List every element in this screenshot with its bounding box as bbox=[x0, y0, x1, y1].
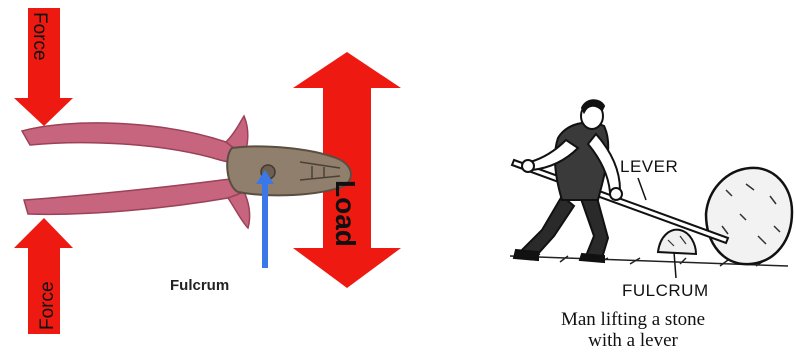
fulcrum-rock bbox=[658, 230, 696, 254]
lever-label: LEVER bbox=[620, 157, 678, 176]
pliers-bottom-handle bbox=[24, 178, 244, 214]
man-figure bbox=[514, 100, 622, 262]
fulcrum-label: Fulcrum bbox=[170, 277, 229, 294]
pliers-top-handle bbox=[22, 123, 244, 165]
fulcrum-label-illustration: FULCRUM bbox=[622, 281, 709, 300]
stone bbox=[706, 168, 792, 264]
force-top-label: Force bbox=[29, 12, 50, 61]
fulcrum-leader-line bbox=[674, 252, 676, 278]
lever-illustration: LEVER FULCRUM Man lifting a stone with a… bbox=[470, 0, 796, 361]
pliers-diagram-graphic: Force Force Load Fulcrum bbox=[0, 0, 430, 361]
lever-leader-line bbox=[638, 178, 646, 200]
load-label: Load bbox=[330, 180, 361, 247]
caption-line-1: Man lifting a stone bbox=[470, 310, 796, 330]
force-bottom-label: Force bbox=[37, 281, 58, 330]
pliers-bottom-handle-tip bbox=[228, 192, 250, 228]
lever-illustration-graphic: LEVER FULCRUM bbox=[470, 0, 796, 305]
pliers-diagram: Force Force Load Fulcrum bbox=[0, 0, 430, 361]
caption-line-2: with a lever bbox=[470, 331, 796, 351]
